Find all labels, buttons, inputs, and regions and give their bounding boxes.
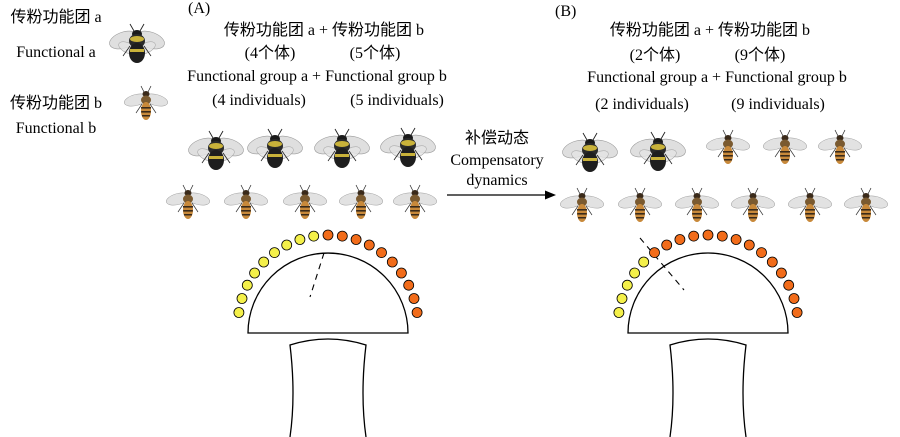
arrow-label-en1: Compensatory [450,152,544,169]
florets-group-b [613,229,803,318]
arrow-label-cn: 补偿动态 [464,130,530,147]
orange-floret [350,234,362,245]
orange-floret [408,293,420,304]
yellow-floret [233,307,245,318]
yellow-floret [269,247,280,259]
orange-floret [674,234,686,245]
yellow-floret [258,256,270,268]
bumblebee-icon [244,128,306,169]
panel-b-bumblebees [559,131,689,173]
orange-floret [395,267,407,279]
legend-bumblebee-icon [106,23,168,64]
orange-floret [376,247,387,259]
orange-floret [702,229,714,241]
florets-group-a [233,229,423,318]
legend-a-cn: 传粉功能团 a [10,9,102,26]
orange-floret [783,279,795,291]
panel-b-line1: 传粉功能团 a + 传粉功能团 b [609,22,811,39]
bumblebee-icon [377,127,439,168]
honeybee-icon [164,184,212,220]
orange-floret [661,239,673,251]
orange-floret [649,247,660,259]
flower-head [247,252,409,334]
panel-a-honeybees [164,184,439,220]
panel-a-label: (A) [188,0,211,17]
yellow-floret [281,239,293,251]
yellow-floret [613,307,625,318]
honeybee-icon [558,187,606,223]
bumblebee-icon [185,130,247,171]
orange-floret [403,279,415,291]
flower-stem [289,338,367,437]
legend-honeybee-icon [122,85,170,121]
panel-b-count-b: (9个体) [734,47,786,64]
panel-b-flower [613,229,803,437]
arrow-label-en2: dynamics [466,172,528,189]
legend-b-en: Functional b [15,120,97,137]
honeybee-icon [222,184,270,220]
panel-b-count-a: (2个体) [629,47,681,64]
flower-head [627,252,789,334]
bumblebee-icon [311,128,373,169]
legend-a-en: Functional a [16,44,96,61]
panel-a-ind-a: (4 individuals) [212,92,306,109]
yellow-floret [249,267,261,279]
flower-stem [669,338,747,437]
honeybee-icon [786,187,834,223]
honeybee-icon [761,129,809,165]
panel-a-flower [233,229,423,437]
yellow-floret [241,279,253,291]
yellow-floret [621,279,633,291]
honeybee-icon [816,129,864,165]
panel-b-ind-a: (2 individuals) [595,96,689,113]
orange-floret [411,307,423,318]
honeybee-icon [281,184,329,220]
panel-a-bumblebees [185,127,439,171]
orange-floret [756,247,767,259]
orange-floret [776,267,787,279]
yellow-floret [294,234,306,245]
orange-floret [791,307,803,318]
yellow-floret [629,267,640,279]
legend-b-cn: 传粉功能团 b [9,95,103,112]
panel-b-ind-b: (9 individuals) [731,96,825,113]
panel-a-count-a: (4个体) [244,45,296,62]
orange-floret [788,293,800,304]
panel-a-line3: Functional group a + Functional group b [187,68,447,85]
honeybee-icon [616,187,664,223]
orange-floret [716,230,728,242]
honeybee-icon [842,187,890,223]
orange-floret [322,229,334,241]
orange-floret [336,230,348,242]
panel-b-label: (B) [555,3,577,20]
panel-b-line3: Functional group a + Functional group b [587,69,847,86]
orange-floret [688,230,700,242]
orange-floret [730,234,742,245]
boundary-dashed-line [309,252,325,298]
honeybee-icon [704,129,752,165]
honeybee-icon [729,187,777,223]
yellow-floret [616,293,628,304]
yellow-floret [638,256,650,268]
yellow-floret [308,230,320,242]
orange-floret [386,256,398,268]
honeybee-icon [673,187,721,223]
honeybee-icon [337,184,385,220]
orange-floret [363,239,375,251]
yellow-floret [236,293,248,304]
compensatory-arrow [447,190,556,200]
honeybee-icon [391,184,439,220]
boundary-dashed-line [639,237,685,291]
bumblebee-icon [559,132,621,173]
panel-a-line1: 传粉功能团 a + 传粉功能团 b [223,22,425,39]
panel-a-count-b: (5个体) [349,45,401,62]
orange-floret [766,256,778,268]
panel-a-ind-b: (5 individuals) [350,92,444,109]
orange-floret [743,239,755,251]
bumblebee-icon [627,131,689,172]
